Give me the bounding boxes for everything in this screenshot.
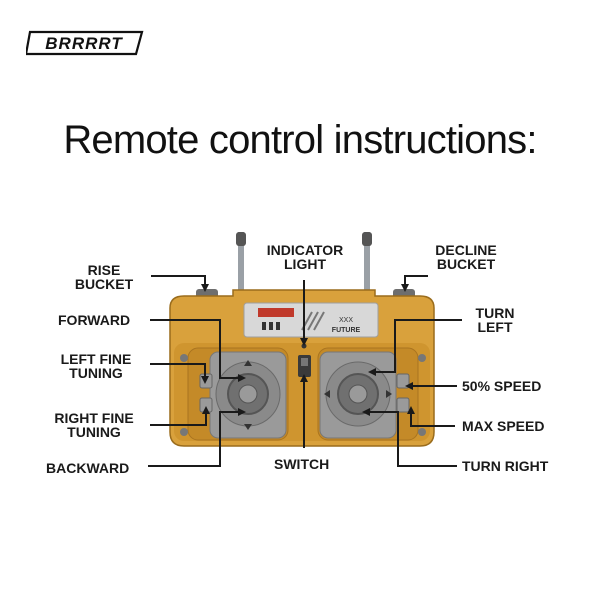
left-antenna xyxy=(236,232,246,296)
label-50-speed: 50% SPEED xyxy=(462,378,542,394)
speed-50-button xyxy=(396,373,410,389)
label-turn-right: TURN RIGHT xyxy=(462,458,549,474)
label-forward: FORWARD xyxy=(58,312,131,328)
svg-text:XXX: XXX xyxy=(339,317,353,324)
logo-text: BRRRRT xyxy=(45,34,123,53)
label-backward: BACKWARD xyxy=(46,460,130,476)
page-title: Remote control instructions: xyxy=(63,118,537,162)
brand-logo: BRRRRT xyxy=(26,30,144,56)
max-speed-button xyxy=(396,397,410,413)
label-max-speed: MAX SPEED xyxy=(462,418,545,434)
controller-body: XXX FUTURE xyxy=(169,289,435,447)
label-switch: SWITCH xyxy=(274,456,330,472)
svg-text:FUTURE: FUTURE xyxy=(332,327,361,334)
leader-lines xyxy=(148,275,462,467)
right-antenna xyxy=(362,232,372,296)
